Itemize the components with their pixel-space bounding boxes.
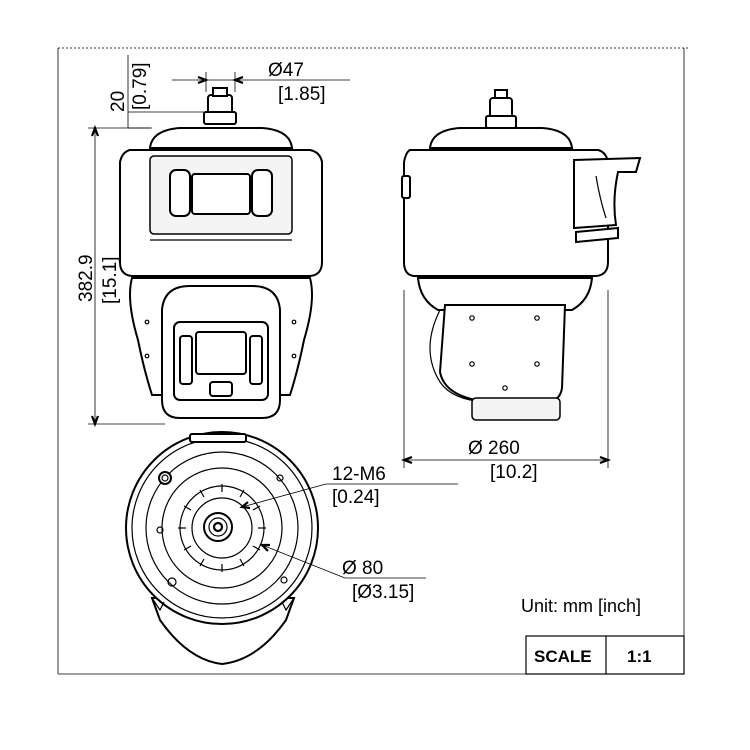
thread-mm: 12-M6	[332, 464, 386, 485]
dim-thread: 12-M6 [0.24]	[239, 464, 458, 510]
bolt-circle-mm: Ø 80	[342, 558, 383, 579]
thread-in: [0.24]	[332, 487, 380, 508]
front-view	[119, 87, 323, 419]
scale-box: SCALE 1:1	[525, 635, 685, 675]
units-note: Unit: mm [inch]	[521, 596, 641, 616]
bottom-view	[125, 431, 319, 666]
dim-diameter: Ø 260 [10.2]	[400, 290, 612, 483]
dim-bolt-circle: Ø 80 [Ø3.15]	[259, 543, 426, 603]
diameter-mm: Ø 260	[468, 438, 520, 459]
dim-top-height: 20 [0.79]	[108, 55, 205, 129]
side-view	[401, 89, 642, 421]
total-height-mm: 382.9	[76, 254, 97, 302]
scale-value: 1:1	[627, 647, 652, 666]
top-diameter-mm: Ø47	[268, 60, 304, 81]
dim-total-height: 382.9 [15.1]	[76, 124, 165, 428]
diameter-in: [10.2]	[490, 462, 538, 483]
top-height-mm: 20	[108, 91, 129, 112]
top-height-in: [0.79]	[130, 62, 151, 110]
total-height-in: [15.1]	[100, 256, 121, 304]
dim-top-diameter: Ø47 [1.85]	[172, 60, 350, 105]
top-diameter-in: [1.85]	[278, 84, 326, 105]
bolt-circle-in: [Ø3.15]	[352, 582, 414, 603]
scale-label: SCALE	[534, 647, 592, 666]
